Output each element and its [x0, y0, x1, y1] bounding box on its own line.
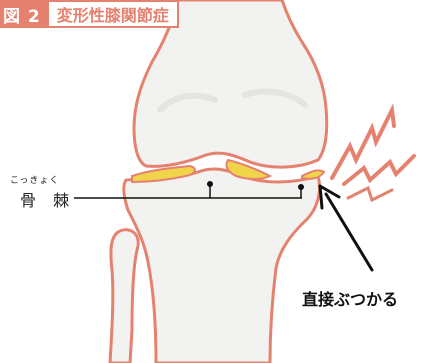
osteophyte-reading: こっきょく: [10, 173, 59, 186]
impact-label: 直接ぶつかる: [302, 286, 398, 310]
figure-label: 図 2 変形性膝関節症: [0, 0, 179, 28]
osteophyte-point-1: [207, 181, 213, 187]
osteophyte-label: 骨 棘: [20, 187, 75, 211]
osteophyte-point-2: [298, 184, 304, 190]
impact-zigzag-lower: [348, 188, 392, 200]
impact-arrow-shaft: [326, 194, 372, 270]
figure-title: 変形性膝関節症: [49, 0, 179, 28]
fibula-bone: [110, 230, 138, 363]
osteophyte-edge: [302, 170, 324, 178]
figure-number: 図 2: [0, 0, 49, 28]
